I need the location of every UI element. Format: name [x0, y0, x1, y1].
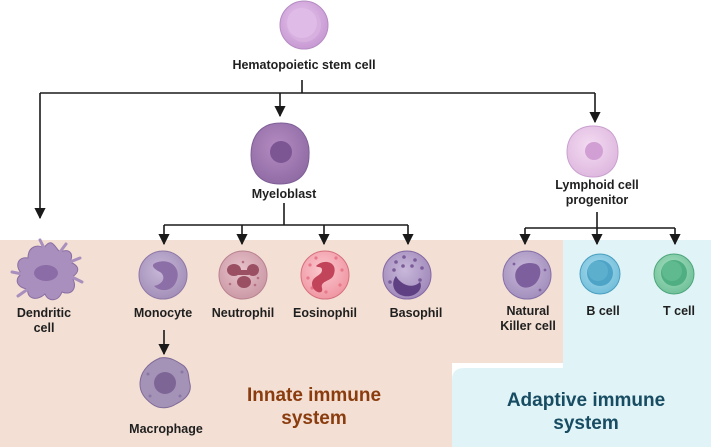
monocyte-label-text: Monocyte	[133, 306, 193, 320]
lymphoid-label-line2: progenitor	[565, 193, 629, 207]
innate-region-title: Innate immune system	[222, 384, 406, 430]
t-cell-icon	[653, 253, 695, 295]
myeloblast-label: Myeloblast	[219, 187, 349, 202]
adaptive-region-background	[452, 240, 711, 447]
macrophage-label: Macrophage	[106, 422, 226, 437]
tcell-label-text: T cell	[663, 304, 695, 318]
nk-label: Natural Killer cell	[476, 304, 580, 334]
neutrophil-label-text: Neutrophil	[211, 306, 275, 320]
innate-title-line1: Innate immune	[246, 385, 382, 406]
adaptive-title-line1: Adaptive immune	[506, 390, 666, 411]
natural-killer-cell-icon	[502, 250, 552, 300]
eosinophil-label-text: Eosinophil	[293, 306, 357, 320]
adaptive-region-title: Adaptive immune system	[488, 389, 684, 435]
eosinophil-label: Eosinophil	[275, 306, 375, 321]
macrophage-label-text: Macrophage	[129, 422, 203, 436]
myeloblast-cell-icon	[250, 122, 310, 185]
stem-cell-label-text: Hematopoietic stem cell	[232, 58, 376, 72]
neutrophil-label: Neutrophil	[193, 306, 293, 321]
stem-cell-icon	[279, 0, 329, 50]
innate-title-line2: system	[281, 408, 347, 429]
lymphoid-label-line1: Lymphoid cell	[555, 178, 639, 192]
macrophage-cell-icon	[139, 357, 191, 409]
tcell-label: T cell	[639, 304, 711, 319]
dendritic-label-line1: Dendritic	[16, 306, 72, 320]
dendritic-cell-icon	[10, 238, 84, 301]
b-cell-icon	[579, 253, 621, 295]
lymphoid-label: Lymphoid cell progenitor	[527, 178, 667, 208]
myeloblast-label-text: Myeloblast	[251, 187, 317, 201]
bcell-label: B cell	[563, 304, 643, 319]
bcell-label-text: B cell	[586, 304, 620, 318]
eosinophil-cell-icon	[300, 250, 350, 300]
lymphoid-progenitor-cell-icon	[566, 125, 619, 178]
monocyte-label: Monocyte	[113, 306, 213, 321]
basophil-label-text: Basophil	[389, 306, 443, 320]
nk-label-line1: Natural	[506, 304, 550, 318]
dendritic-label-line2: cell	[33, 321, 55, 335]
basophil-label: Basophil	[366, 306, 466, 321]
adaptive-title-line2: system	[553, 413, 619, 434]
monocyte-cell-icon	[138, 250, 188, 300]
neutrophil-cell-icon	[218, 250, 268, 300]
stem-cell-label: Hematopoietic stem cell	[187, 58, 421, 73]
basophil-cell-icon	[382, 250, 432, 300]
nk-label-line2: Killer cell	[500, 319, 556, 333]
dendritic-label: Dendritic cell	[0, 306, 88, 336]
lineage-connectors	[34, 80, 681, 356]
